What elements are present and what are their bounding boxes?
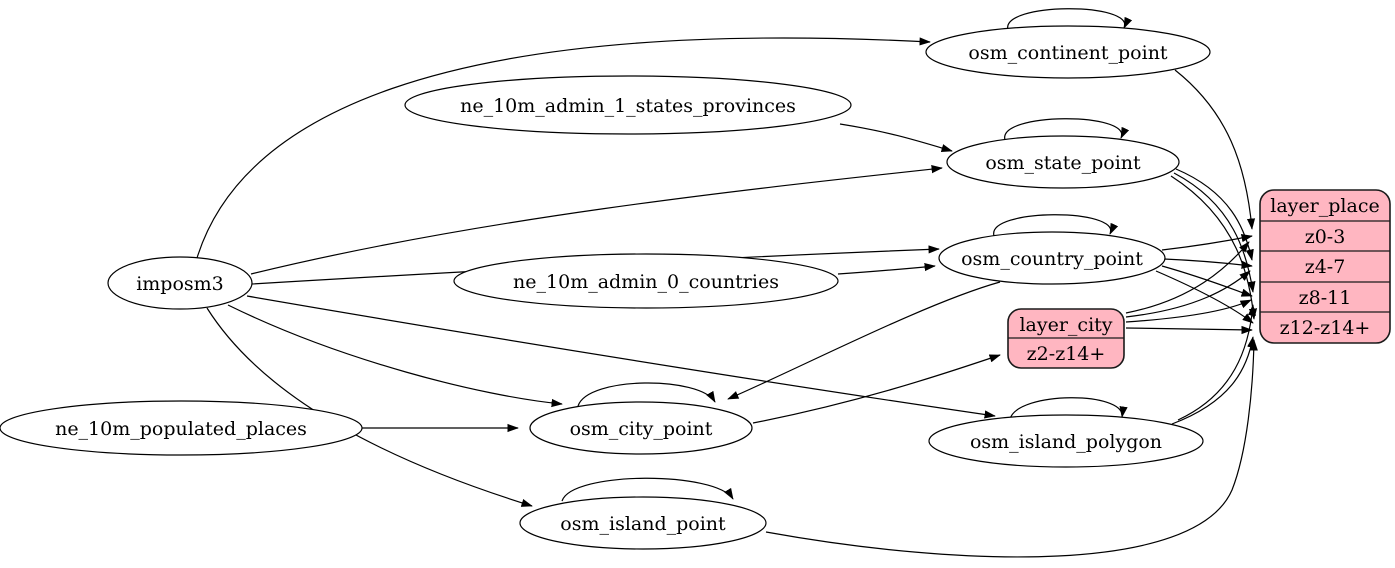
edge-ne_10m_admin_0_countries-osm_country_point <box>837 262 936 275</box>
layer-city-title: layer_city <box>1019 314 1112 336</box>
layer-place-row-z4-7: z4-7 <box>1305 256 1346 278</box>
node-ne-places-shape <box>0 400 363 456</box>
record-layer-place: layer_place z0-3 z4-7 z8-11 z12-z14+ <box>1259 189 1391 344</box>
layer-place-row-z8-11: z8-11 <box>1299 287 1352 309</box>
edge-osm_country_point-layer_place-z4-7 <box>1163 258 1253 269</box>
edge-imposm3-osm_state_point <box>250 165 943 275</box>
node-island-polygon-label: osm_island_polygon <box>970 431 1162 453</box>
node-ne-states-shape <box>404 75 852 135</box>
self-loop-osm_island_polygon <box>1009 397 1128 420</box>
self-loop-osm_island_point <box>561 477 734 502</box>
node-imposm3: imposm3 <box>107 256 253 310</box>
edge-imposm3-osm_island_polygon <box>246 295 996 419</box>
node-city-shape <box>529 401 753 455</box>
node-ne-countries-shape <box>453 253 839 309</box>
record-layer-city: layer_city z2-z14+ <box>1007 308 1125 369</box>
layer-place-row-z12-z14: z12-z14+ <box>1280 317 1371 339</box>
node-state-shape <box>946 135 1180 189</box>
self-loop-osm_country_point <box>993 214 1119 237</box>
edges-group <box>196 37 1258 558</box>
node-country-shape <box>938 231 1166 285</box>
node-imposm3-label: imposm3 <box>136 273 224 295</box>
edge-osm_country_point-layer_place-z0-3 <box>1161 234 1253 251</box>
node-ne-states-label: ne_10m_admin_1_states_provinces <box>460 95 796 117</box>
node-osm-city-point: osm_city_point <box>529 401 753 455</box>
node-osm-island-polygon: osm_island_polygon <box>928 414 1204 468</box>
layer-place-box <box>1259 189 1391 344</box>
edge-osm_country_point-layer_place-z12-z14 <box>1155 270 1254 324</box>
node-osm-continent-point: osm_continent_point <box>925 25 1211 79</box>
self-loops-group <box>561 8 1133 502</box>
node-ne-10m-admin-0-countries: ne_10m_admin_0_countries <box>453 253 839 309</box>
edge-osm_continent_point-layer_place-z0-3 <box>1174 69 1256 230</box>
node-island-polygon-shape <box>928 414 1204 468</box>
node-continent-shape <box>925 25 1211 79</box>
node-state-label: osm_state_point <box>985 152 1141 174</box>
node-osm-island-point: osm_island_point <box>519 496 767 550</box>
node-island-point-shape <box>519 496 767 550</box>
node-ne-10m-admin-1-states-provinces: ne_10m_admin_1_states_provinces <box>404 75 852 135</box>
edge-layer_city-layer_place-z4-7 <box>1125 270 1251 318</box>
edge-osm_country_point-osm_city_point <box>727 281 1001 400</box>
edge-osm_city_point-layer_city-z2-z14 <box>752 354 1001 424</box>
self-loop-osm_city_point <box>577 382 716 407</box>
node-continent-label: osm_continent_point <box>968 42 1168 64</box>
node-country-label: osm_country_point <box>961 248 1143 270</box>
node-imposm3-shape <box>107 256 253 310</box>
edge-layer_city-layer_place-z0-3 <box>1125 241 1250 314</box>
edge-imposm3-osm_city_point <box>227 304 563 408</box>
edge-osm_island_polygon-layer_place-z12-z14 <box>1171 336 1256 425</box>
node-osm-country-point: osm_country_point <box>938 231 1166 285</box>
edge-osm_island_point-layer_place-z12-z14 <box>765 339 1258 558</box>
node-ne-10m-populated-places: ne_10m_populated_places <box>0 400 363 456</box>
edge-layer_city-layer_place-z8-11 <box>1125 299 1252 323</box>
self-loop-osm_state_point <box>1004 118 1130 141</box>
layer-place-title: layer_place <box>1270 195 1379 217</box>
node-island-point-label: osm_island_point <box>560 513 726 535</box>
edge-osm_country_point-layer_place-z8-11 <box>1161 265 1253 297</box>
node-osm-state-point: osm_state_point <box>946 135 1180 189</box>
layer-place-row-z0-3: z0-3 <box>1305 226 1346 248</box>
layer-city-row-z2-z14: z2-z14+ <box>1027 343 1106 365</box>
edge-layer_city-layer_place-z12-z14 <box>1125 325 1253 335</box>
edge-imposm3-osm_continent_point <box>196 37 931 259</box>
edge-ne_10m_admin_1_states_provinces-osm_state_point <box>839 123 953 152</box>
node-ne-countries-label: ne_10m_admin_0_countries <box>513 271 779 293</box>
node-ne-places-label: ne_10m_populated_places <box>55 418 307 440</box>
self-loop-osm_continent_point <box>1007 8 1133 31</box>
node-city-label: osm_city_point <box>570 418 713 440</box>
edge-osm_island_polygon-layer_place-z8-11 <box>1177 304 1257 421</box>
edge-osm_state_point-layer_place-z12-z14 <box>1170 175 1258 320</box>
